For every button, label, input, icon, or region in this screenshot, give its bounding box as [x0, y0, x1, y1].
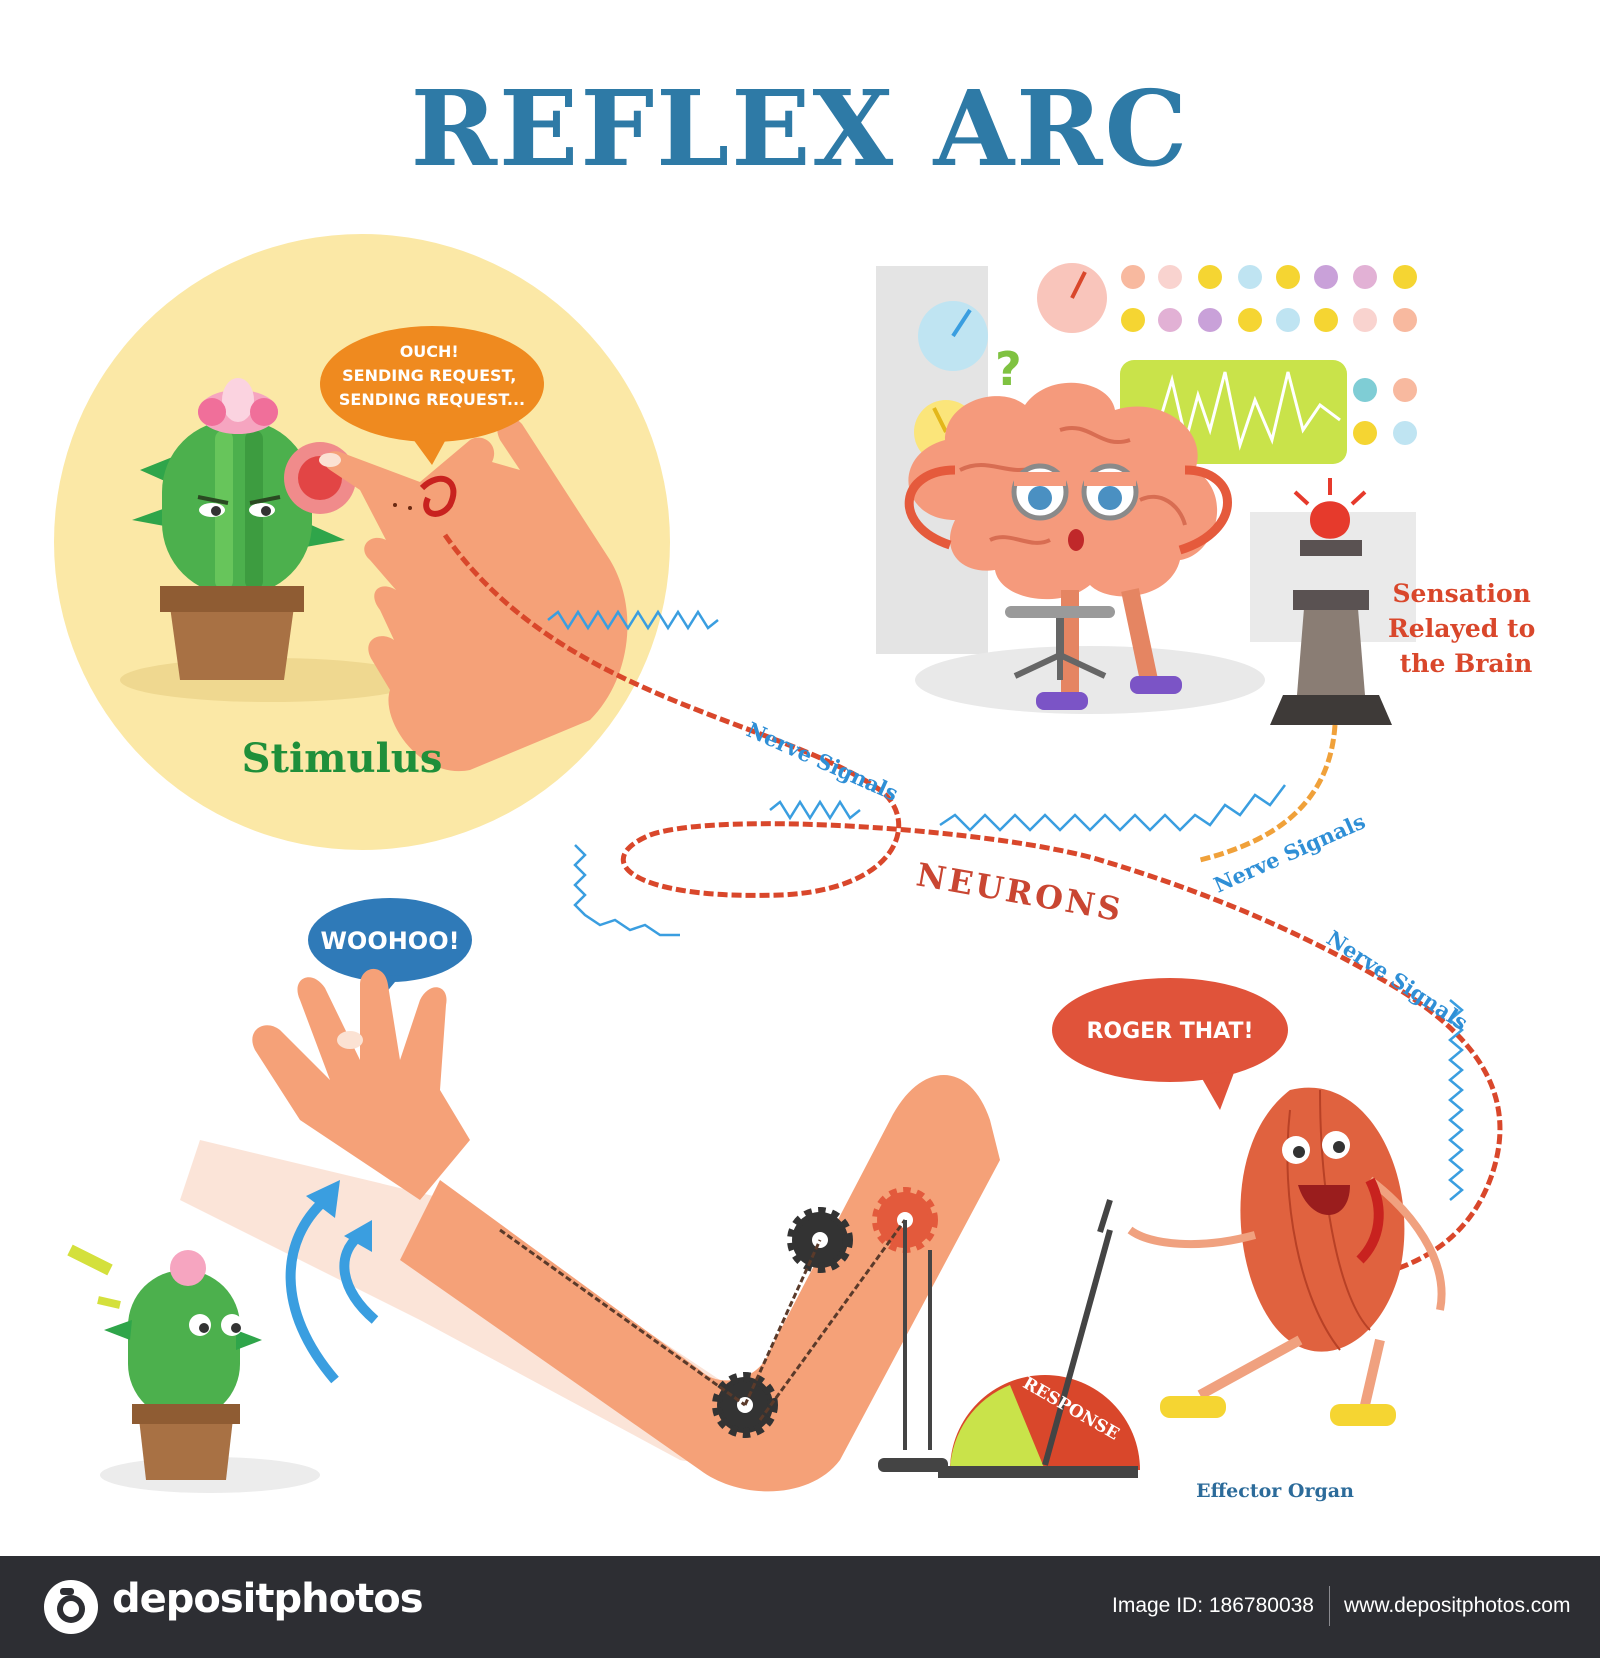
roger-speech-bubble: ROGER THAT! — [1052, 978, 1288, 1110]
joint-gears — [499, 1187, 938, 1450]
sensation-label-line-3: the Brain — [1400, 649, 1533, 678]
cactus-icon — [132, 378, 345, 680]
footer-image-id: Image ID: 186780038 — [1112, 1594, 1314, 1617]
stimulus-panel: OUCH! SENDING REQUEST, SENDING REQUEST..… — [54, 234, 670, 850]
signal-wave-4 — [939, 784, 1286, 832]
muscle-character — [1127, 1087, 1446, 1426]
stock-footer-bar: depositphotos Image ID: 186780038 www.de… — [0, 1556, 1600, 1658]
speech-line-3: SENDING REQUEST... — [339, 390, 525, 409]
hand-icon — [319, 417, 628, 772]
brain-panel: ? — [876, 263, 1544, 725]
signal-wave-1 — [547, 609, 719, 631]
footer-divider — [1329, 1586, 1330, 1626]
speech-line-1: OUCH! — [400, 342, 459, 361]
woohoo-speech-bubble: WOOHOO! — [308, 898, 472, 1000]
neurons-label: NEURONS — [914, 855, 1127, 929]
sensation-label-line-1: Sensation — [1392, 579, 1530, 608]
response-panel: WOOHOO! — [67, 898, 1446, 1502]
movement-arrows — [285, 1180, 379, 1384]
ouch-speech-bubble: OUCH! SENDING REQUEST, SENDING REQUEST..… — [320, 326, 544, 465]
stimulus-label: Stimulus — [242, 735, 443, 782]
alarm-beacon-icon — [1270, 478, 1392, 725]
small-cactus-icon — [67, 1244, 320, 1493]
sensation-label-line-2: Relayed to — [1388, 614, 1535, 643]
response-lever: RESPONSE — [878, 1199, 1140, 1478]
camera-logo-icon — [44, 1580, 98, 1634]
sensory-neuron — [442, 533, 1503, 1283]
signal-wave-5 — [1448, 999, 1464, 1201]
nerve-signals-label-2: Nerve Signals — [1210, 808, 1369, 897]
svg-text:OUCH! SENDING REQUEST,: OUCH! SENDING REQUEST, SENDING REQUEST..… — [339, 342, 525, 409]
nerve-signals-label-3: Nerve Signals — [1322, 925, 1472, 1035]
nerve-signals-label-1: Nerve Signals — [743, 717, 902, 806]
effector-organ-label: Effector Organ — [1196, 1480, 1354, 1502]
footer-site-link[interactable]: www.depositphotos.com — [1344, 1594, 1571, 1617]
arm-icon — [252, 968, 1000, 1492]
woohoo-text: WOOHOO! — [320, 927, 459, 955]
office-chair-icon — [1005, 606, 1115, 680]
svg-text:Sensation Relayed to: Sensation Relayed to the Brain — [1388, 579, 1544, 678]
relay-neuron — [1199, 724, 1338, 863]
question-mark-icon: ? — [995, 342, 1022, 396]
speech-line-2: SENDING REQUEST, — [342, 366, 516, 385]
signal-wave-2 — [769, 799, 861, 821]
signal-wave-3 — [573, 844, 680, 937]
status-lights — [1121, 265, 1417, 445]
page-title: REFLEX ARC — [411, 67, 1190, 190]
brain-character — [904, 382, 1232, 710]
roger-text: ROGER THAT! — [1086, 1019, 1253, 1044]
footer-brand: depositphotos — [112, 1576, 424, 1622]
